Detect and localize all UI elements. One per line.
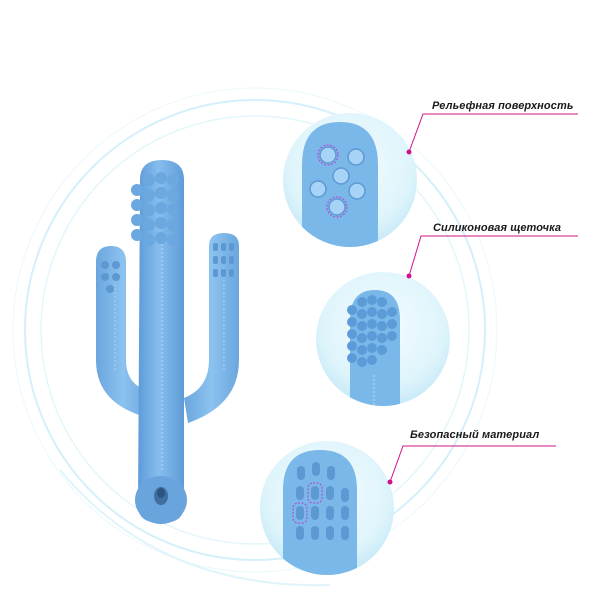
callout-label-safe-material: Безопасный материал — [410, 429, 540, 441]
callout-dot-3 — [387, 479, 393, 485]
cactus-teether — [96, 160, 239, 524]
detail-bubble-textured-surface — [283, 113, 417, 247]
callout-label-textured-surface: Рельефная поверхность — [432, 100, 574, 112]
detail-bubble-safe-material — [260, 441, 394, 575]
detail-bubble-silicone-brush — [316, 272, 450, 406]
teether-bristles — [131, 172, 179, 246]
callout-leader-lines — [389, 113, 578, 483]
callout-dot-2 — [406, 273, 412, 279]
callout-label-silicone-brush: Силиконовая щеточка — [433, 222, 562, 234]
background-rings — [12, 87, 498, 587]
callout-dot-1 — [406, 149, 412, 155]
